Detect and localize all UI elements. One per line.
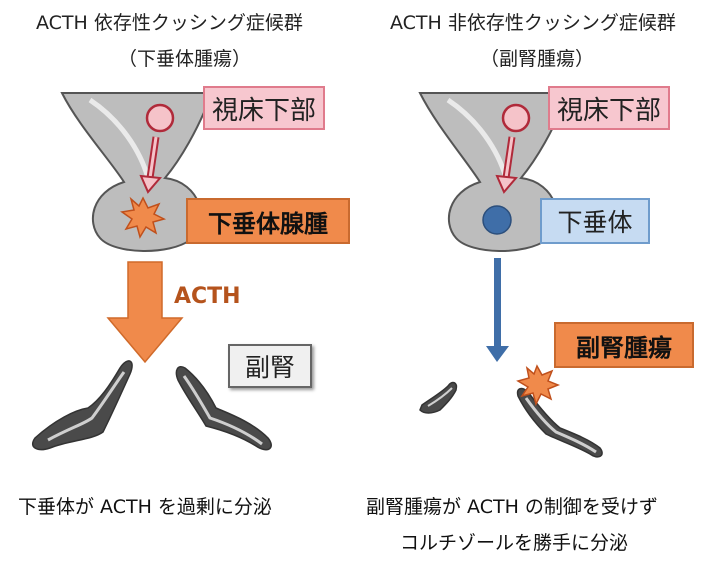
left-acth-label: ACTH xyxy=(174,284,241,309)
right-hypothalamus-node xyxy=(501,103,531,133)
right-pituitary-node xyxy=(482,205,512,235)
right-brain-shape xyxy=(418,92,570,252)
left-tumor-burst xyxy=(120,196,167,239)
left-adrenal-label: 副腎 xyxy=(228,344,312,388)
right-subtitle: （副腎腫瘍） xyxy=(480,48,595,70)
right-blue-arrow xyxy=(486,258,509,362)
left-hypothalamus-arrow xyxy=(139,136,162,194)
left-caption: 下垂体が ACTH を過剰に分泌 xyxy=(18,496,272,518)
left-brain-shape xyxy=(60,92,214,252)
right-hypothalamus-arrow xyxy=(495,136,518,194)
left-acth-arrow xyxy=(106,261,184,364)
right-adrenal-tumor-label: 副腎腫瘍 xyxy=(554,322,694,368)
right-adrenal-gland-1 xyxy=(419,381,458,414)
left-hypothalamus-node xyxy=(145,103,175,133)
right-caption-line2: コルチゾールを勝手に分泌 xyxy=(400,532,629,554)
left-hypothalamus-label: 視床下部 xyxy=(203,86,325,130)
right-hypothalamus-label: 視床下部 xyxy=(548,86,670,130)
left-adrenal-gland-2 xyxy=(175,366,272,451)
left-subtitle: （下垂体腫瘍） xyxy=(118,48,252,70)
left-adrenal-gland-1 xyxy=(31,360,133,451)
right-title: ACTH 非依存性クッシング症候群 xyxy=(390,12,676,34)
right-tumor-burst xyxy=(516,364,561,407)
right-adrenal-gland-2 xyxy=(516,387,603,458)
left-pituitary-adenoma-label: 下垂体腺腫 xyxy=(186,198,350,244)
right-caption-line1: 副腎腫瘍が ACTH の制御を受けず xyxy=(366,496,658,518)
right-pituitary-label: 下垂体 xyxy=(540,198,650,244)
left-title: ACTH 依存性クッシング症候群 xyxy=(36,12,303,34)
